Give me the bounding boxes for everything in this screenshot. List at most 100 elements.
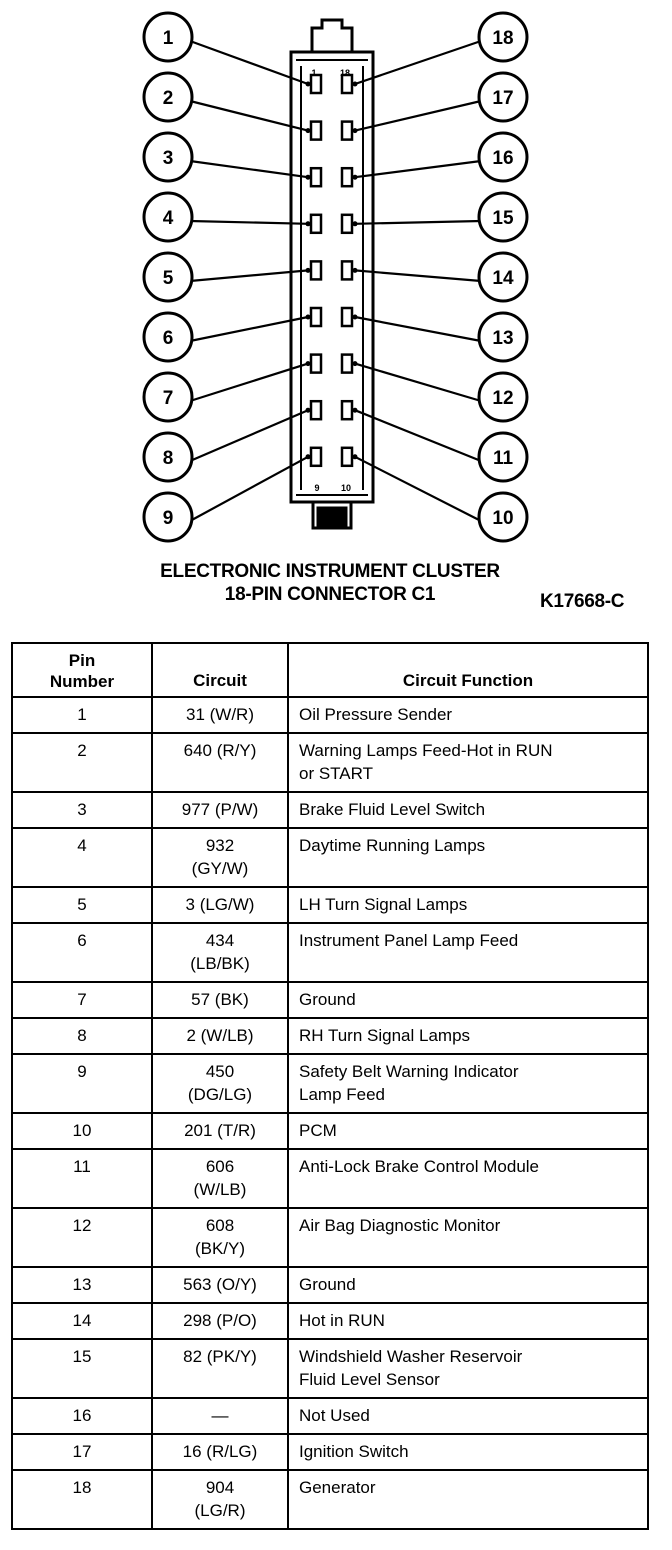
callout-label: 5 [163,268,174,289]
cell-pin-number: 15 [11,1338,153,1399]
pin-slot [309,120,323,141]
cell-pin-number: 18 [11,1469,153,1530]
table-row: 16—Not Used [11,1397,649,1435]
callout-label: 6 [163,328,174,349]
cell-pin-number: 14 [11,1302,153,1340]
callout-circle [477,371,529,423]
callout-label: 7 [163,388,174,409]
leader-line [189,409,309,463]
connector-pin-label-18: 18 [340,68,350,78]
callout-circle [142,491,194,543]
pin-slot [340,446,354,468]
cell-circuit-function: Generator [287,1469,649,1530]
cell-pin-number: 6 [11,922,153,983]
cell-circuit-function: RH Turn Signal Lamps [287,1017,649,1055]
pin-slot [309,73,323,95]
callout-label: 1 [163,28,174,49]
leader-dot [305,128,311,134]
callout-label: 18 [492,28,513,49]
leader-line [189,362,309,403]
pin-slot [309,166,323,188]
pin-slot [309,353,323,374]
leader-dot [305,81,311,87]
leader-line [354,39,482,86]
cell-circuit-function: Hot in RUN [287,1302,649,1340]
callout-circle [477,71,529,123]
cell-circuit: 434 (LB/BK) [151,922,289,983]
cell-circuit-function: Warning Lamps Feed-Hot in RUN or START [287,732,649,793]
callout-label: 17 [492,88,513,109]
cell-circuit-function: Daytime Running Lamps [287,827,649,888]
cell-circuit: 82 (PK/Y) [151,1338,289,1399]
pin-slot [340,213,354,235]
callout-circle [142,131,194,183]
pin-slot [340,260,354,281]
leader-line [354,159,482,179]
pin-slot [309,213,323,235]
cell-circuit: 932 (GY/W) [151,827,289,888]
pin-slot [309,399,323,421]
cell-circuit: 2 (W/LB) [151,1017,289,1055]
pin-slot [340,306,354,328]
leader-dot [352,454,358,460]
callout-circle [142,251,194,303]
leader-line [189,39,309,86]
callout-label: 10 [492,508,513,529]
cell-circuit: 450 (DG/LG) [151,1053,289,1114]
cell-circuit-function: Anti-Lock Brake Control Module [287,1148,649,1209]
cell-pin-number: 13 [11,1266,153,1304]
cell-circuit-function: Oil Pressure Sender [287,696,649,734]
cell-circuit-function: LH Turn Signal Lamps [287,886,649,924]
cell-pin-number: 1 [11,696,153,734]
leader-dot [352,267,358,273]
leader-dot [305,267,311,273]
connector-pin-label-10: 10 [341,483,351,493]
caption-title: ELECTRONIC INSTRUMENT CLUSTER [160,561,500,582]
callout-circle [477,491,529,543]
callout-circle [142,311,194,363]
cell-pin-number: 2 [11,732,153,793]
callout-label: 12 [492,388,513,409]
leader-dot [305,454,311,460]
cell-circuit-function: Ground [287,1266,649,1304]
callout-circle [477,131,529,183]
pin-slot [340,166,354,188]
leader-line [354,409,482,463]
cell-circuit-function: PCM [287,1112,649,1150]
cell-circuit: 608 (BK/Y) [151,1207,289,1268]
cell-pin-number: 5 [11,886,153,924]
callout-label: 14 [492,268,514,289]
leader-line [354,315,482,343]
callout-circle [142,431,194,483]
callout-label: 9 [163,508,174,529]
cell-circuit: 606 (W/LB) [151,1148,289,1209]
header-pin-number: Pin Number [11,642,153,698]
cell-circuit: 201 (T/R) [151,1112,289,1150]
cell-circuit-function: Windshield Washer Reservoir Fluid Level … [287,1338,649,1399]
leader-dot [352,174,358,180]
header-circuit-function: Circuit Function [287,642,649,698]
cell-circuit-function: Air Bag Diagnostic Monitor [287,1207,649,1268]
pin-slot [309,446,323,468]
callout-label: 15 [492,208,514,229]
callout-label: 3 [163,148,174,169]
cell-pin-number: 10 [11,1112,153,1150]
cell-circuit-function: Safety Belt Warning Indicator Lamp Feed [287,1053,649,1114]
cell-circuit: 563 (O/Y) [151,1266,289,1304]
callout-circle [477,311,529,363]
